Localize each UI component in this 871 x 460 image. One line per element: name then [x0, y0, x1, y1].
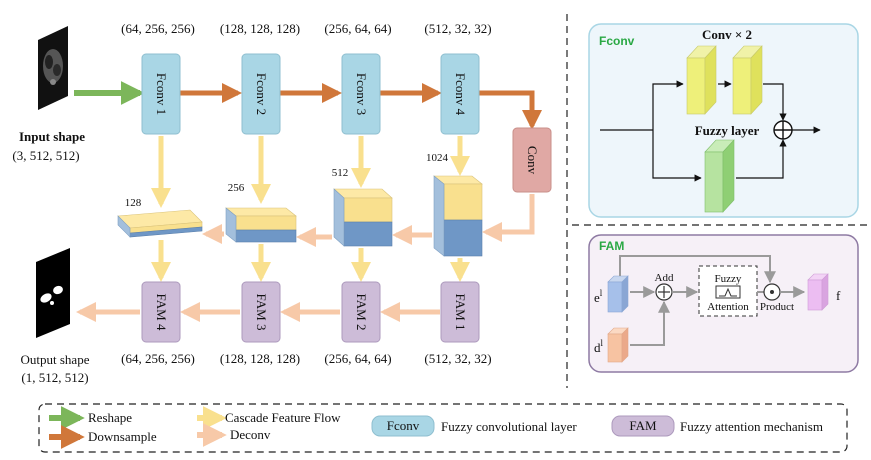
- conv-layer-1: [686, 45, 717, 115]
- input-shape-text: (3, 512, 512): [12, 148, 79, 163]
- conv-x2-label: Conv × 2: [702, 27, 752, 42]
- product-label: Product: [760, 301, 794, 313]
- input-label: Input shape: [19, 129, 85, 144]
- fconv-block-4: Fconv 4: [440, 53, 480, 135]
- fam-label-2: FAM 2: [354, 294, 369, 331]
- fam-label-1: FAM 1: [453, 294, 468, 331]
- fam-block-2: FAM 2: [341, 281, 381, 343]
- fconv-label-2: Fconv 2: [254, 73, 269, 115]
- fconv-block-2: Fconv 2: [241, 53, 281, 135]
- feature-block-3: [333, 188, 393, 247]
- legend-fam-key: FAM: [629, 418, 657, 433]
- feature-block-1: [117, 209, 203, 238]
- feature-block-2: [225, 207, 297, 243]
- product-operator-icon: [763, 283, 781, 301]
- top-shape-1: (64, 256, 256): [121, 21, 195, 36]
- legend-cascade-label: Cascade Feature Flow: [225, 410, 341, 425]
- fconv-branch-top: [652, 80, 684, 130]
- fconv-block-1: Fconv 1: [141, 53, 181, 135]
- fuzzy-layer-block: [704, 139, 735, 213]
- legend: Reshape Downsample Cascade Feature Flow …: [38, 403, 848, 453]
- legend-reshape-label: Reshape: [88, 410, 132, 425]
- legend-deconv-label: Deconv: [230, 427, 271, 442]
- fam-block-3: FAM 3: [241, 281, 281, 343]
- fam-label-4: FAM 4: [154, 294, 169, 331]
- fconv-label-3: Fconv 3: [354, 73, 369, 115]
- top-shape-3: (256, 64, 64): [324, 21, 391, 36]
- channel-label-4: 1024: [426, 152, 449, 164]
- e-label: el: [594, 288, 603, 305]
- top-shape-4: (512, 32, 32): [424, 21, 491, 36]
- output-shape-text: (1, 512, 512): [21, 370, 88, 385]
- fam-label-3: FAM 3: [254, 294, 269, 331]
- add-label: Add: [655, 272, 674, 284]
- fconv-block-3: Fconv 3: [341, 53, 381, 135]
- channel-label-2: 256: [228, 182, 245, 194]
- channel-label-3: 512: [332, 167, 349, 179]
- conv-block: Conv: [512, 127, 552, 193]
- d-label: dl: [594, 338, 604, 355]
- fconv-branch-bottom: [652, 130, 702, 182]
- fam-block-4: FAM 4: [141, 281, 181, 343]
- fam-block-1: FAM 1: [440, 281, 480, 343]
- output-mask-image: [36, 248, 70, 338]
- bottom-shape-3: (256, 64, 64): [324, 351, 391, 366]
- fuzzy-layer-label: Fuzzy layer: [695, 123, 760, 138]
- top-shape-2: (128, 128, 128): [220, 21, 300, 36]
- fconv-panel-title: Fconv: [599, 34, 635, 48]
- d-to-add-arrow: [630, 300, 670, 346]
- fuzzy-to-sum-arrow: [736, 139, 787, 179]
- sum-operator-icon: [773, 120, 793, 140]
- fam-detail-panel: FAM el dl Add Fuzzy: [588, 234, 859, 373]
- bottom-shape-2: (128, 128, 128): [220, 351, 300, 366]
- bottom-shape-1: (64, 256, 256): [121, 351, 195, 366]
- fuzzy-attn-label: Fuzzy: [715, 273, 742, 285]
- legend-fconv-swatch: [371, 415, 435, 437]
- downsample-arrow-4: [478, 90, 542, 130]
- attention-label: Attention: [707, 301, 749, 313]
- conv-label: Conv: [525, 146, 540, 175]
- d-feature-block: [607, 327, 629, 363]
- fconv-detail-panel: Fconv Conv × 2 Fuzzy layer: [588, 23, 859, 218]
- f-output-block: [807, 273, 829, 311]
- legend-fconv-desc: Fuzzy convolutional layer: [441, 419, 577, 434]
- bottom-shape-4: (512, 32, 32): [424, 351, 491, 366]
- add-operator-icon: [655, 283, 673, 301]
- feature-block-4: [433, 175, 483, 257]
- legend-downsample-label: Downsample: [88, 429, 157, 444]
- fuzzy-attention-box: Fuzzy Attention: [698, 265, 758, 317]
- f-label: f: [836, 288, 841, 303]
- membership-function-icon: [715, 285, 741, 299]
- fconv-label-4: Fconv 4: [453, 73, 468, 116]
- conv-to-sum-arrow: [763, 83, 787, 121]
- legend-fam-swatch: [611, 415, 675, 437]
- input-ct-image: [38, 26, 68, 110]
- channel-label-1: 128: [125, 197, 142, 209]
- fam-panel-title: FAM: [599, 239, 624, 253]
- legend-fam-desc: Fuzzy attention mechanism: [680, 419, 823, 434]
- fconv-label-1: Fconv 1: [154, 73, 169, 115]
- legend-fconv-key: Fconv: [387, 418, 420, 433]
- output-label: Output shape: [21, 352, 90, 367]
- conv-layer-2: [732, 45, 763, 115]
- e-feature-block: [607, 275, 629, 313]
- deconv-arrow-conv: [482, 194, 535, 242]
- skip-connection-arrow: [619, 255, 776, 284]
